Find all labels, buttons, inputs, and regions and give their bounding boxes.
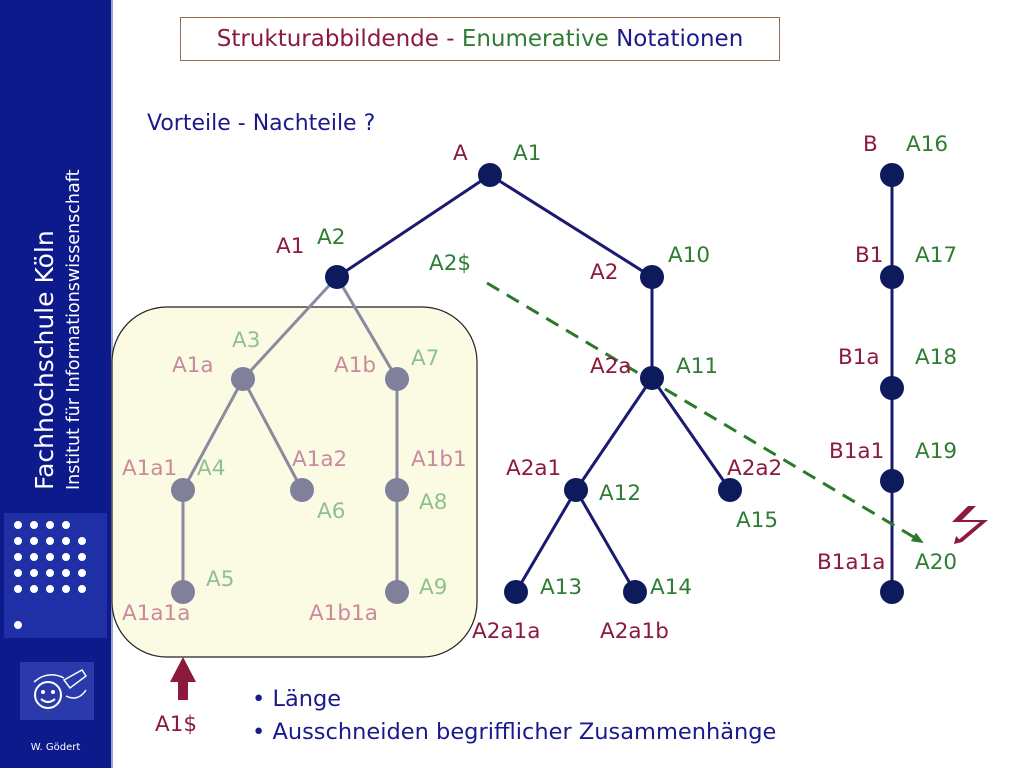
bullet-cutting: Ausschneiden begrifflicher Zusammenhänge xyxy=(252,716,776,749)
label-symbol-b: B xyxy=(863,132,878,157)
label-notation-a17: A17 xyxy=(915,243,957,268)
label-symbol-a2a2: A2a2 xyxy=(727,456,782,481)
node-b1a1a xyxy=(880,580,904,604)
label-notation-a6: A6 xyxy=(317,499,345,524)
node-a1a1a xyxy=(171,580,195,604)
label-symbol-a: A xyxy=(453,141,468,166)
label-symbol-b1: B1 xyxy=(855,243,883,268)
node-a1a xyxy=(231,367,255,391)
label-notation-a1: A1 xyxy=(513,141,541,166)
label-symbol-a1b: A1b xyxy=(334,353,376,378)
title-part-structural: Strukturabbildende - xyxy=(216,26,462,52)
label-symbol-a1: A1 xyxy=(276,234,304,259)
label-notation-a13: A13 xyxy=(540,575,582,600)
title-part-enumerative: Enumerative xyxy=(461,26,617,52)
label-symbol-a2a: A2a xyxy=(590,354,632,379)
node-b1a1 xyxy=(880,469,904,493)
up-arrow-icon xyxy=(170,657,196,700)
edge-a2a-a2a2 xyxy=(650,377,732,491)
label-notation-a9: A9 xyxy=(419,575,447,600)
label-notation-a7: A7 xyxy=(411,346,439,371)
edge-a1a-a1a2 xyxy=(241,378,304,491)
node-a2a2 xyxy=(718,478,742,502)
label-symbol-a1a: A1a xyxy=(172,353,214,378)
edge-a1-a1a xyxy=(241,275,339,381)
node-a1a2 xyxy=(290,478,314,502)
label-notation-a2: A2 xyxy=(317,225,345,250)
label-symbol-a1a2: A1a2 xyxy=(292,447,347,472)
sidebar: Fachhochschule Köln Institut für Informa… xyxy=(0,0,111,768)
node-a2a xyxy=(640,366,664,390)
label-symbol-b1a: B1a xyxy=(838,345,880,370)
label-notation-a3: A3 xyxy=(232,328,260,353)
edge-a-a2 xyxy=(489,173,653,279)
edge-a1a-a1a1 xyxy=(181,378,245,491)
node-a1a1 xyxy=(171,478,195,502)
title-part-notations: Notationen xyxy=(616,26,744,52)
label-notation-a8: A8 xyxy=(419,490,447,515)
edge-a1-a1b xyxy=(335,276,399,380)
question-text: Vorteile - Nachteile ? xyxy=(147,111,376,136)
node-a xyxy=(478,163,502,187)
edge-a-a1 xyxy=(336,173,491,279)
label-symbol-b1a1a: B1a1a xyxy=(817,550,885,575)
node-b xyxy=(880,163,904,187)
label-notation-a20: A20 xyxy=(915,550,957,575)
bullet-list: Länge Ausschneiden begrifflicher Zusamme… xyxy=(252,683,776,749)
label-notation-a14: A14 xyxy=(650,575,692,600)
label-notation-a16: A16 xyxy=(906,132,948,157)
label-notation-a12: A12 xyxy=(599,481,641,506)
label-symbol-a1a1a: A1a1a xyxy=(122,601,190,626)
label-notation-a15: A15 xyxy=(736,508,778,533)
node-b1 xyxy=(880,265,904,289)
label-notation-a10: A10 xyxy=(668,243,710,268)
node-a1b xyxy=(385,367,409,391)
truncation-label: A2$ xyxy=(429,251,471,276)
label-symbol-b1a1: B1a1 xyxy=(829,439,884,464)
institute-logo xyxy=(20,662,94,720)
label-symbol-a2: A2 xyxy=(590,260,618,285)
label-notation-a4: A4 xyxy=(197,456,225,481)
node-a1b1a xyxy=(385,580,409,604)
cut-label: A1$ xyxy=(155,712,197,737)
dot-pattern-decoration xyxy=(4,513,107,638)
lightning-icon xyxy=(952,506,988,544)
label-notation-a19: A19 xyxy=(915,439,957,464)
label-symbol-a1b1a: A1b1a xyxy=(309,601,378,626)
author-name: W. Gödert xyxy=(30,742,81,753)
label-symbol-a2a1b: A2a1b xyxy=(600,619,669,644)
label-symbol-a2a1: A2a1 xyxy=(506,456,561,481)
node-a2 xyxy=(640,265,664,289)
edge-a2a-a2a1 xyxy=(574,377,654,491)
label-notation-a18: A18 xyxy=(915,345,957,370)
node-b1a xyxy=(880,376,904,400)
label-notation-a11: A11 xyxy=(676,354,718,379)
node-a1b1 xyxy=(385,478,409,502)
label-notation-a5: A5 xyxy=(206,567,234,592)
label-symbol-a1a1: A1a1 xyxy=(122,456,177,481)
dashed-arrow xyxy=(486,281,924,544)
slide-title: Strukturabbildende - Enumerative Notatio… xyxy=(180,17,780,61)
edge-a2a1-a2a1b xyxy=(574,489,637,593)
bullet-length: Länge xyxy=(252,683,776,716)
node-a1 xyxy=(325,265,349,289)
node-a2a1a xyxy=(504,580,528,604)
label-symbol-a2a1a: A2a1a xyxy=(472,619,540,644)
edge-a2a1-a2a1a xyxy=(514,489,578,593)
node-a2a1 xyxy=(564,478,588,502)
node-a2a1b xyxy=(623,580,647,604)
label-symbol-a1b1: A1b1 xyxy=(411,447,467,472)
